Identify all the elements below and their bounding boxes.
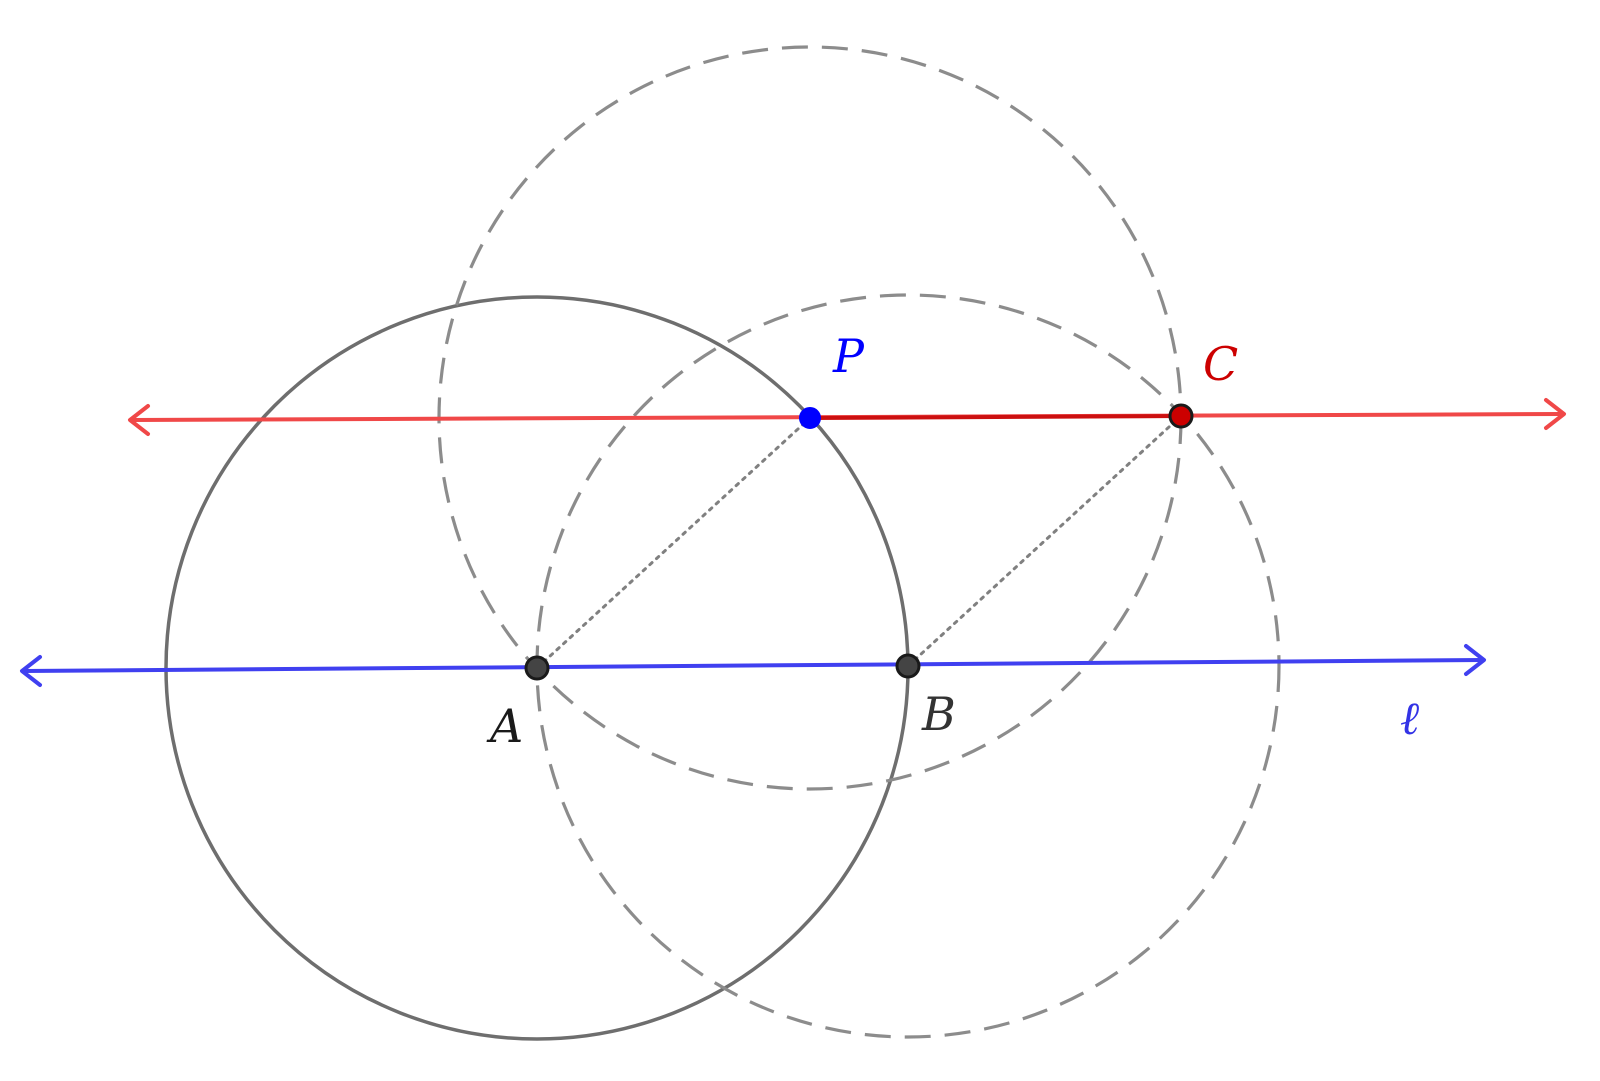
parallel-line-right-arrowhead	[1544, 398, 1566, 430]
point-c	[1168, 403, 1194, 429]
dotted-segment-b-c	[906, 414, 1183, 668]
label-point-b: B	[921, 687, 956, 741]
line-l-left-arrowhead	[20, 655, 42, 687]
line-l	[20, 644, 1486, 687]
parallel-line-left-arrowhead	[128, 404, 150, 436]
point-a	[524, 655, 550, 681]
segment-p-c	[809, 414, 1182, 420]
point-p	[799, 407, 821, 429]
dotted-segment-a-p	[535, 416, 812, 670]
label-point-a: A	[486, 699, 523, 753]
point-b	[895, 653, 921, 679]
label-point-c: C	[1203, 337, 1238, 391]
label-line-l: ℓ	[1400, 691, 1420, 745]
parallel-line-through-p	[128, 398, 1566, 436]
label-point-p: P	[832, 329, 865, 383]
line-l-right-arrowhead	[1464, 644, 1486, 676]
